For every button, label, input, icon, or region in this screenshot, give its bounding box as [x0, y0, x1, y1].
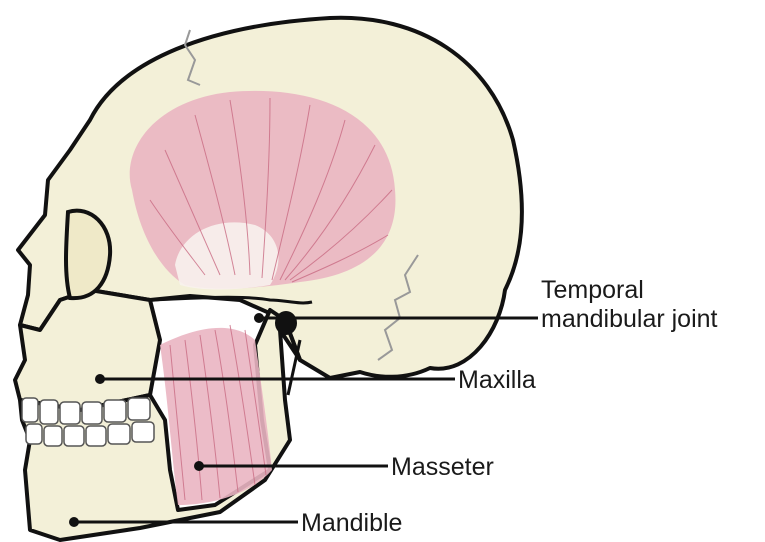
tmj-label-line2: mandibular joint: [541, 305, 718, 333]
masseter-label: Masseter: [391, 453, 494, 481]
maxilla-label: Maxilla: [458, 366, 536, 394]
upper-teeth: [22, 398, 150, 424]
tmj-label-line1: Temporal: [541, 276, 644, 304]
mandible-label: Mandible: [301, 509, 402, 537]
tmj-condyle: [275, 311, 297, 335]
